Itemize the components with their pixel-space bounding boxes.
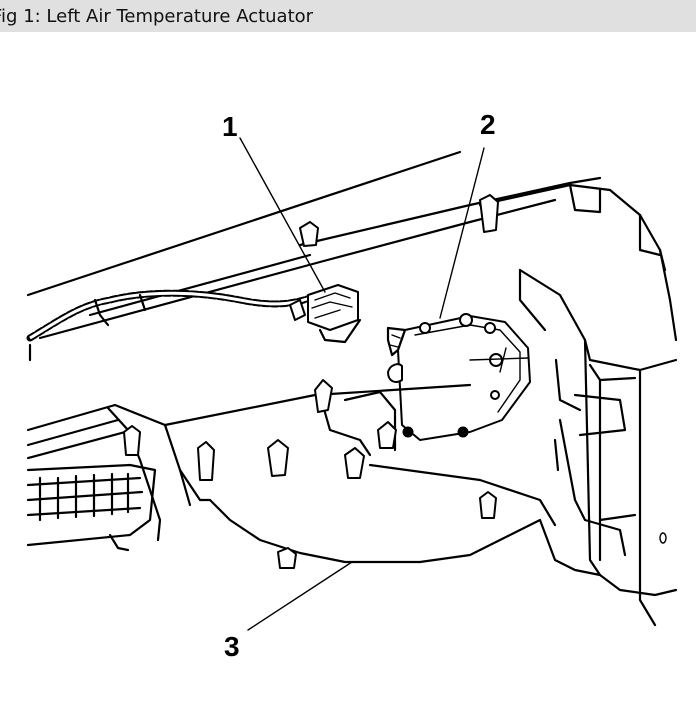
actuator-diagram: 1 2 3 bbox=[26, 109, 678, 662]
vent-register bbox=[26, 463, 157, 552]
mounting-clips bbox=[123, 194, 499, 569]
figure-caption: Fig 1: Left Air Temperature Actuator bbox=[0, 6, 314, 27]
callout-3-label: 3 bbox=[224, 631, 240, 662]
leader-lines bbox=[239, 137, 485, 631]
callout-2-label: 2 bbox=[480, 109, 496, 140]
dash-panel-upper bbox=[26, 150, 602, 362]
electrical-connector bbox=[307, 284, 362, 344]
wiring-harness bbox=[26, 289, 314, 342]
air-temperature-actuator bbox=[386, 313, 531, 441]
callout-1-label: 1 bbox=[222, 111, 238, 142]
figure-caption-bar: Fig 1: Left Air Temperature Actuator bbox=[0, 0, 696, 32]
hvac-housing bbox=[478, 183, 678, 627]
instrument-panel-duct bbox=[26, 383, 602, 577]
